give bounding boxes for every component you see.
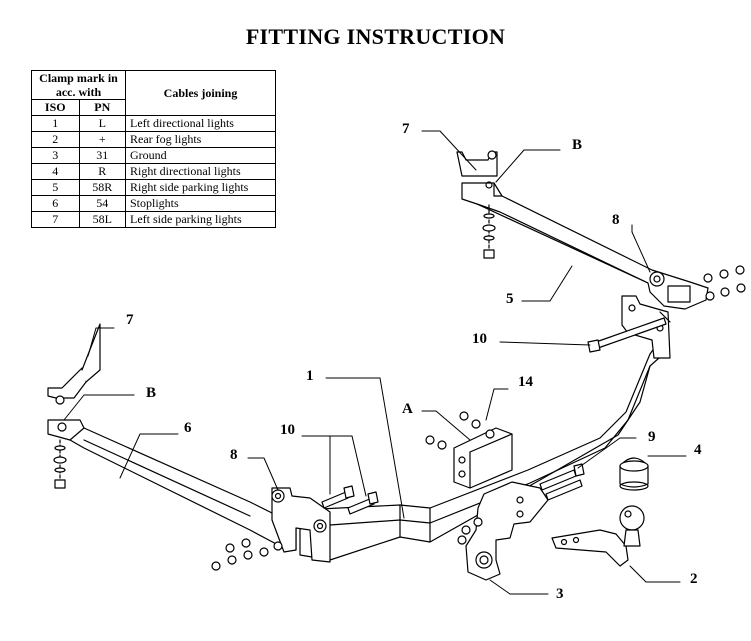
callout-b-left: B [146,385,156,401]
callout-4: 4 [694,442,702,458]
callout-b-top: B [572,137,582,153]
callout-14: 14 [518,374,534,390]
ball-mount-bracket-3 [457,481,549,581]
callout-a: A [402,401,413,417]
callout-1: 1 [306,368,314,384]
bolt-10-upper [587,311,671,353]
callout-8-right: 8 [612,212,620,228]
leader-lines [63,130,687,595]
bolt-cluster-right [703,265,746,301]
pn-cell: 58L [78,211,127,228]
clamp-mark-header: Clamp mark in acc. with [31,70,126,100]
iso-cell: 7 [31,211,80,228]
bolts-9 [539,463,585,501]
clamp-a [425,411,513,489]
callout-7-top: 7 [402,121,410,137]
ball-cover-4 [619,457,649,491]
callout-10-mid: 10 [280,422,295,438]
pn-header: PN [78,99,127,116]
table-header-row: Clamp mark in acc. with Cables joining [31,70,276,116]
callout-labels: 7 B 8 5 10 7 B 6 1 14 A 10 8 9 4 2 3 [126,121,702,602]
bolt-cluster-left [211,538,283,571]
cable-desc-cell: Left side parking lights [125,211,276,228]
cables-joining-header: Cables joining [125,70,276,116]
callout-7-left: 7 [126,312,134,328]
bracket-7-left [47,323,101,405]
callout-8-left: 8 [230,447,238,463]
cables-joining-table: Clamp mark in acc. with Cables joining I… [31,70,276,228]
bracket-7-top [456,150,498,189]
cable-desc-cell: Ground [125,147,276,164]
callout-2: 2 [690,571,698,587]
bolt-stack-left [53,439,67,489]
callout-10-top: 10 [472,331,487,347]
tow-ball-2 [551,505,645,567]
callout-3: 3 [556,586,564,602]
page-title: FITTING INSTRUCTION [245,24,506,49]
callout-9: 9 [648,429,656,445]
pn-cell: 54 [78,195,127,212]
side-bar-5 [461,182,709,310]
bolts-10-middle [321,485,379,515]
mount-plate-left [271,487,331,563]
cable-desc-cell: Right side parking lights [125,179,276,196]
side-bar-6 [47,419,297,551]
cable-desc-cell: Right directional lights [125,163,276,180]
bolt-stack-top [482,204,496,259]
pn-cell: 31 [78,147,127,164]
callout-6: 6 [184,420,192,436]
cable-desc-cell: Stoplights [125,195,276,212]
callout-5: 5 [506,291,514,307]
